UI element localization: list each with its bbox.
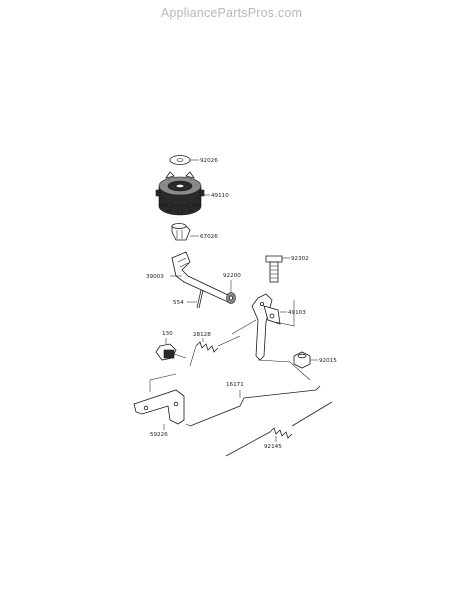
part-label-92015[interactable]: 92015 xyxy=(319,358,337,364)
part-label-49110[interactable]: 49110 xyxy=(211,193,229,199)
linkage-line xyxy=(231,319,257,335)
linkage-line xyxy=(257,359,311,381)
washer-part-graphic[interactable] xyxy=(169,155,191,165)
sleeve-part-graphic[interactable] xyxy=(171,223,191,241)
linkage-line xyxy=(275,300,295,327)
part-label-92302[interactable]: 92302 xyxy=(291,256,309,262)
governor-shaft-part-graphic[interactable] xyxy=(171,251,231,303)
watermark-text: AppliancePartsPros.com xyxy=(160,6,303,20)
part-label-67026[interactable]: 67026 xyxy=(200,234,218,240)
bolt-part-graphic[interactable] xyxy=(155,343,187,361)
governor-rod-part-graphic[interactable] xyxy=(185,385,321,427)
part-label-92200[interactable]: 92200 xyxy=(223,273,241,279)
part-label-39003[interactable]: 39003 xyxy=(146,274,164,280)
part-label-59226[interactable]: 59226 xyxy=(150,432,168,438)
governor-gear-part-graphic[interactable] xyxy=(155,171,205,216)
governor-lever-part-graphic[interactable] xyxy=(251,293,281,361)
part-label-49103[interactable]: 49103 xyxy=(288,310,306,316)
bracket-part-graphic[interactable] xyxy=(133,373,185,425)
part-label-92026[interactable]: 92026 xyxy=(200,158,218,164)
nut-part-graphic[interactable] xyxy=(293,351,311,369)
spring-part-graphic[interactable] xyxy=(225,401,333,457)
part-label-28128[interactable]: 28128 xyxy=(193,332,211,338)
pin-part-graphic[interactable] xyxy=(196,289,204,309)
part-label-554[interactable]: 554 xyxy=(173,300,184,306)
part-label-92145[interactable]: 92145 xyxy=(264,444,282,450)
bolt-part-graphic[interactable] xyxy=(265,255,283,283)
washer-part-graphic[interactable] xyxy=(226,292,236,304)
spring-part-graphic[interactable] xyxy=(189,335,241,367)
part-label-16171[interactable]: 16171 xyxy=(226,382,244,388)
part-label-130[interactable]: 130 xyxy=(162,331,173,337)
